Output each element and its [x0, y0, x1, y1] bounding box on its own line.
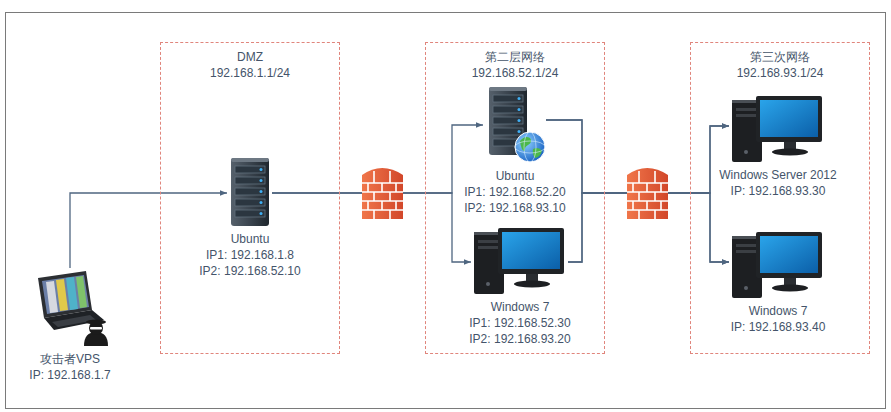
host-node: Windows Server 2012IP: 192.168.93.30 — [719, 92, 836, 199]
ip-label: IP2: 192.168.93.10 — [464, 200, 565, 216]
ip-label: IP: 192.168.1.7 — [28, 367, 112, 383]
node-title: Ubuntu — [199, 231, 300, 247]
host-icon-shape — [732, 232, 822, 298]
ip-label: 192.168.52.1/24 — [426, 65, 604, 81]
network-link — [70, 193, 227, 268]
host-node: UbuntuIP1: 192.168.52.20IP2: 192.168.93.… — [464, 85, 565, 216]
node-title: 第三次网络 — [691, 49, 869, 65]
network-link — [546, 120, 729, 262]
host-icon-shape — [474, 228, 564, 294]
host-icon — [472, 224, 568, 296]
node-title: Windows 7 — [730, 303, 826, 319]
host-icon — [28, 268, 112, 348]
host-icon — [484, 85, 546, 165]
host-icon-shape — [489, 87, 545, 162]
node-title: 第二层网络 — [426, 49, 604, 65]
host-icon-shape — [231, 158, 269, 226]
host-icon — [730, 228, 826, 300]
ip-label: IP: 192.168.93.30 — [719, 183, 836, 199]
ip-label: IP1: 192.168.52.20 — [464, 184, 565, 200]
host-node: Windows 7IP: 192.168.93.40 — [730, 228, 826, 335]
ip-label: IP1: 192.168.1.8 — [199, 247, 300, 263]
host-node: UbuntuIP1: 192.168.1.8IP2: 192.168.52.10 — [199, 156, 300, 279]
ip-label: 192.168.93.1/24 — [691, 65, 869, 81]
firewall-icon — [362, 168, 403, 219]
ip-label: IP1: 192.168.52.30 — [469, 315, 570, 331]
network-link — [568, 126, 729, 262]
host-node: 攻击者VPSIP: 192.168.1.7 — [28, 268, 112, 383]
node-title: Ubuntu — [464, 168, 565, 184]
ip-label: IP: 192.168.93.40 — [730, 319, 826, 335]
host-icon-shape — [732, 96, 822, 162]
host-node: Windows 7IP1: 192.168.52.30IP2: 192.168.… — [469, 224, 570, 347]
host-icon — [228, 156, 272, 228]
host-icon — [730, 92, 826, 164]
network-zone: 第三次网络192.168.93.1/24Windows Server 2012I… — [690, 42, 870, 354]
node-title: DMZ — [161, 49, 339, 65]
outer-frame — [6, 13, 886, 409]
node-title: 攻击者VPS — [28, 351, 112, 367]
network-zone: DMZ192.168.1.1/24UbuntuIP1: 192.168.1.8I… — [160, 42, 340, 354]
ip-label: IP2: 192.168.52.10 — [199, 263, 300, 279]
host-icon-shape — [38, 271, 108, 346]
ip-label: IP2: 192.168.93.20 — [469, 331, 570, 347]
firewall-icon — [627, 168, 668, 219]
node-title: Windows Server 2012 — [719, 167, 836, 183]
ip-label: 192.168.1.1/24 — [161, 65, 339, 81]
node-title: Windows 7 — [469, 299, 570, 315]
network-zone: 第二层网络192.168.52.1/24UbuntuIP1: 192.168.5… — [425, 42, 605, 354]
